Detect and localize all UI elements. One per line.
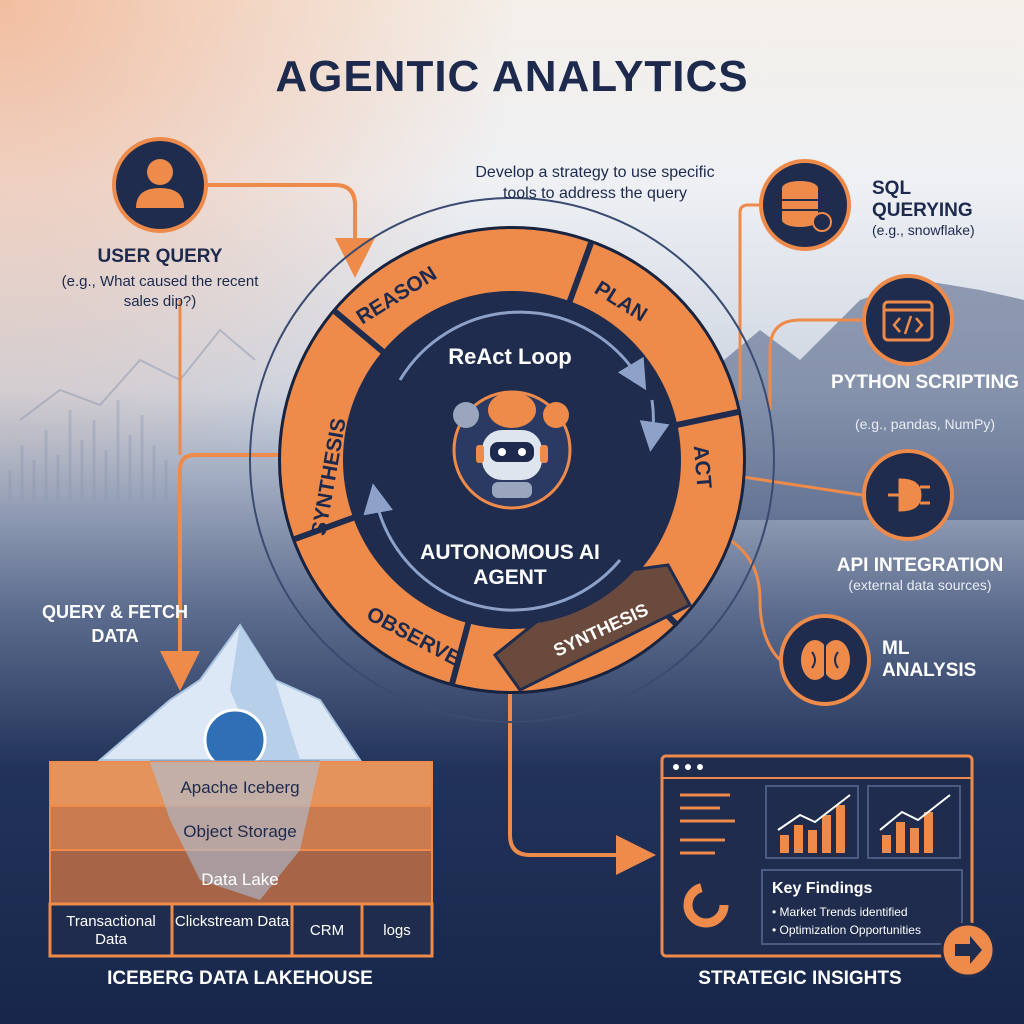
layer-data-lake: Data Lake <box>201 870 279 889</box>
source-logs: logs <box>383 922 411 939</box>
inner-arrow-top <box>398 310 647 391</box>
connector-ml <box>729 538 782 662</box>
connector-sql <box>738 203 760 400</box>
tool-sql-sub: (e.g., snowflake) <box>872 222 975 238</box>
insights-dashboard <box>660 754 974 958</box>
source-transactional: Transactional Data <box>66 913 156 948</box>
decor-bars <box>8 400 168 500</box>
finding-item: • Optimization Opportunities <box>772 923 921 937</box>
source-clickstream: Clickstream Data <box>174 913 290 930</box>
key-findings-title: Key Findings <box>772 880 873 897</box>
query-fetch-label: QUERY & FETCH DATA <box>41 602 188 646</box>
user-icon <box>112 137 208 233</box>
stage-act: ACT <box>688 444 716 490</box>
code-icon <box>862 274 954 366</box>
finding-item: • Market Trends identified <box>772 905 908 919</box>
arrow-loop-to-lake <box>160 453 300 691</box>
react-loop-label: ReAct Loop <box>448 344 572 369</box>
connector-python <box>768 318 862 410</box>
tool-ml-label: ML ANALYSIS <box>882 638 977 681</box>
tool-python-sub: (e.g., pandas, NumPy) <box>854 416 996 432</box>
tool-api-label: API INTEGRATION <box>836 555 1004 576</box>
connector-api <box>729 473 863 497</box>
tool-api-sub: (external data sources) <box>848 577 992 593</box>
source-crm: CRM <box>309 922 345 939</box>
database-icon <box>759 159 851 251</box>
arrow-right-icon <box>940 922 996 978</box>
brain-icon <box>779 614 871 706</box>
plug-icon <box>862 449 954 541</box>
user-query-label: USER QUERY <box>97 246 223 267</box>
decor-mountain <box>700 280 1024 520</box>
insights-title: STRATEGIC INSIGHTS <box>698 968 902 989</box>
inner-arrow-right <box>639 399 670 452</box>
user-query-example: (e.g., What caused the recent sales dip?… <box>61 273 259 310</box>
arrow-loop-to-insights <box>508 690 656 875</box>
page-title: AGENTIC ANALYTICS <box>275 52 749 101</box>
lakehouse-table <box>48 761 434 958</box>
synthesis-tail <box>492 563 693 692</box>
agent-label: AUTONOMOUS AI AGENT <box>420 541 600 589</box>
layer-object-storage: Object Storage <box>183 822 297 841</box>
strategy-note: Develop a strategy to use specific tools… <box>475 164 715 202</box>
layer-apache-iceberg: Apache Iceberg <box>180 778 300 797</box>
tool-python-label: PYTHON SCRIPTING <box>831 372 1019 393</box>
inner-arrow-bottom <box>363 483 622 612</box>
arrow-user-to-loop <box>205 183 375 278</box>
lakehouse-title: ICEBERG DATA LAKEHOUSE <box>107 968 373 989</box>
robot-icon <box>452 390 572 510</box>
tool-sql-label: SQL QUERYING <box>872 178 973 221</box>
decor-line <box>19 328 256 421</box>
